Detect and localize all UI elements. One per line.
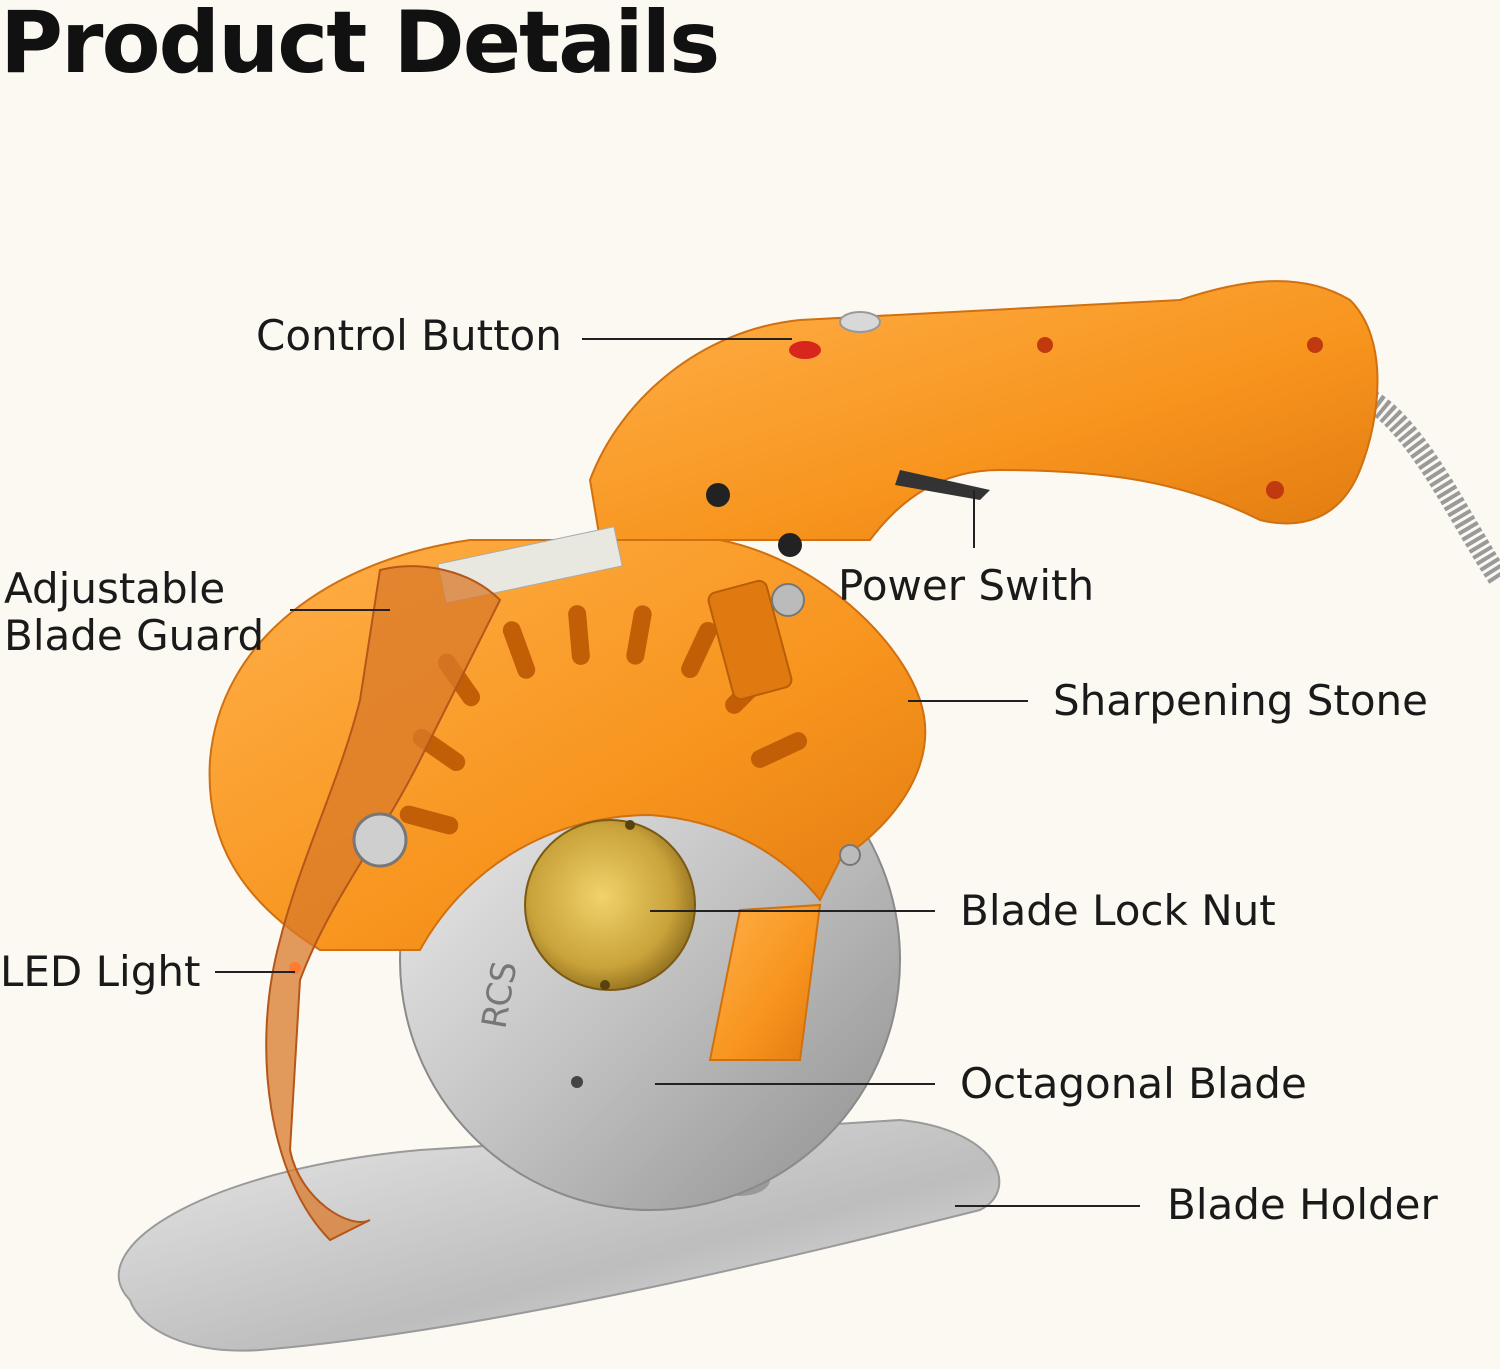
leader-line-led-light	[215, 971, 295, 973]
leader-line-blade-guard	[290, 609, 390, 611]
power-switch-icon	[895, 470, 990, 500]
adjustable-blade-guard	[265, 565, 502, 1242]
page-title: Product Details	[0, 0, 720, 93]
blade-holder-base	[117, 1118, 1001, 1352]
blade-lock-nut-icon	[524, 819, 696, 991]
handle	[588, 280, 1379, 541]
label-sharpening-stone: Sharpening Stone	[1053, 676, 1428, 725]
label-blade-holder: Blade Holder	[1167, 1180, 1438, 1229]
sharpening-stone	[707, 579, 793, 701]
label-led-light: LED Light	[0, 947, 201, 996]
label-octagonal-blade: Octagonal Blade	[960, 1059, 1307, 1108]
label-blade-guard-line1: Adjustable	[4, 564, 226, 613]
leader-line-sharpening-stone	[908, 700, 1028, 702]
leader-line-blade-lock-nut	[650, 910, 935, 912]
label-blade-guard-line2: Blade Guard	[4, 611, 265, 660]
leader-line-power-switch	[973, 490, 975, 548]
power-cable	[1363, 390, 1500, 587]
leader-line-octagonal-blade	[655, 1083, 935, 1085]
leader-line-control-button	[582, 338, 792, 340]
control-button-icon	[839, 311, 881, 333]
label-blade-lock-nut: Blade Lock Nut	[960, 886, 1276, 935]
leader-line-blade-holder	[955, 1205, 1140, 1207]
label-control-button: Control Button	[256, 311, 562, 360]
label-power-switch: Power Swith	[838, 561, 1095, 610]
